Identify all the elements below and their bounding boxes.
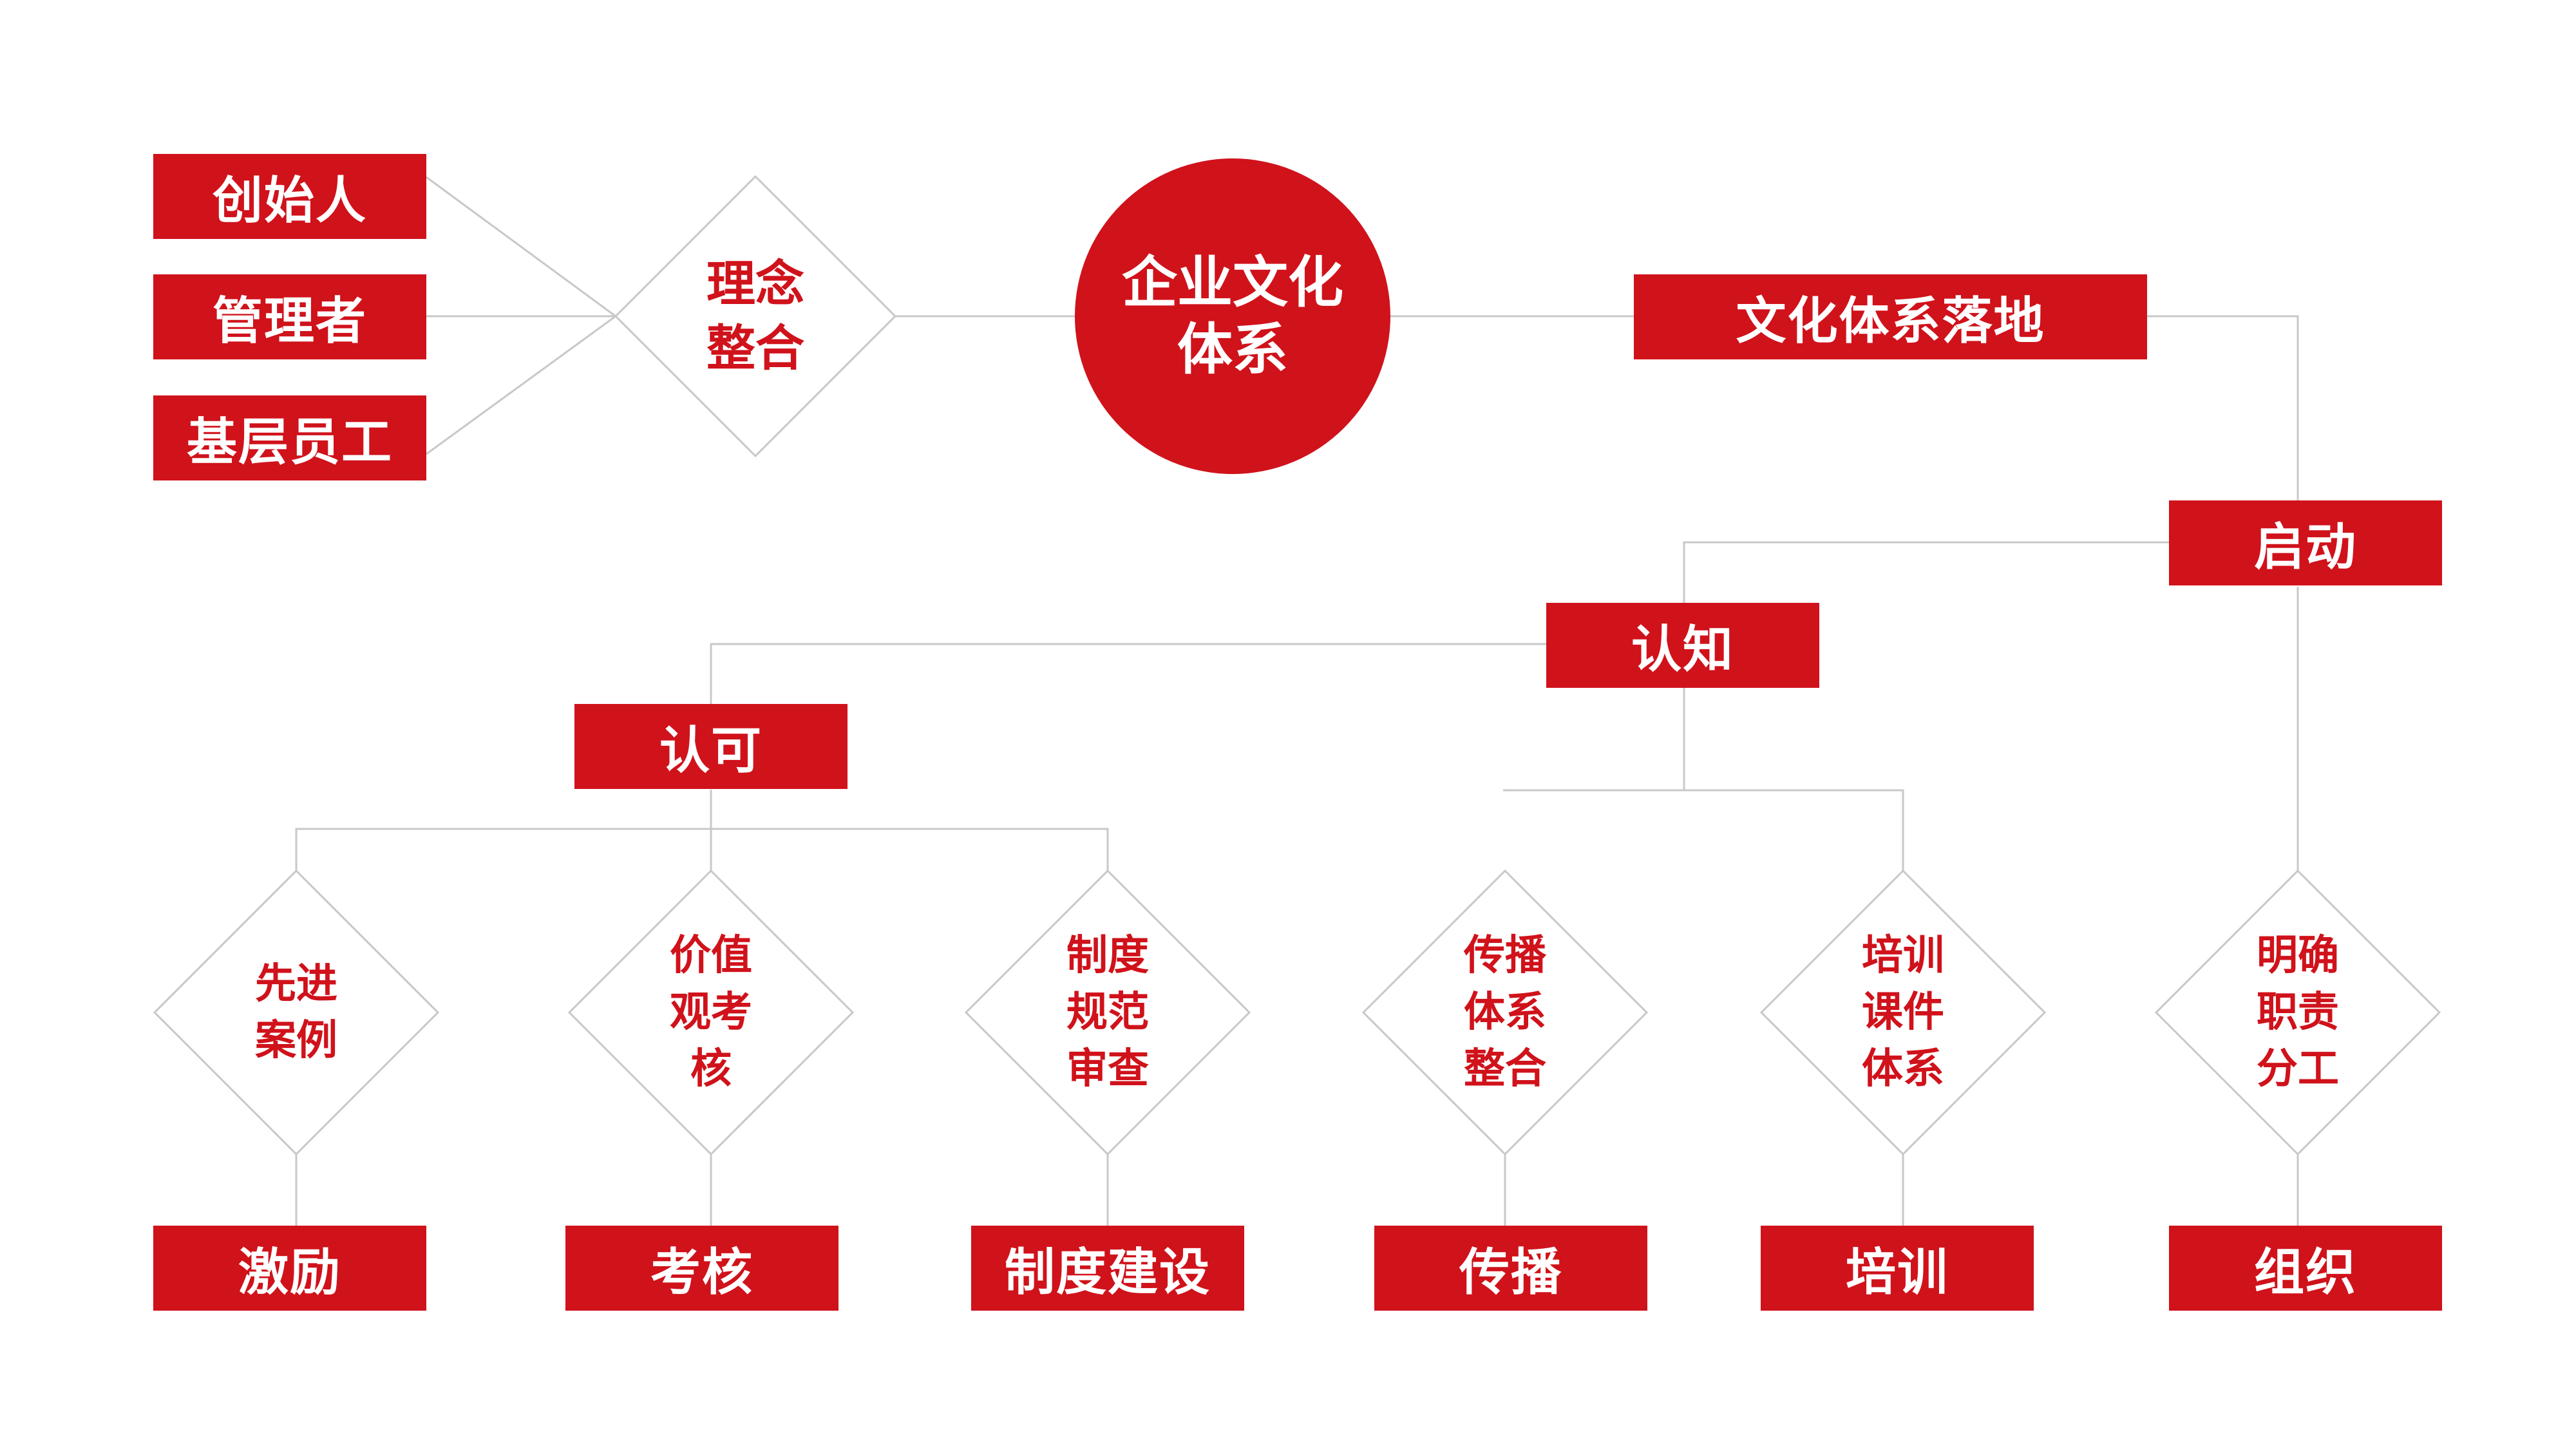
core-line-1: 企业文化 <box>1122 251 1343 315</box>
action-diamond-communication-integration: 传播 体系 整合 <box>1363 871 1647 1154</box>
stage-start-box: 启动 <box>2169 500 2442 585</box>
diamond-text-line: 传播 <box>1464 932 1546 980</box>
stage-recognition-box: 认可 <box>574 704 848 789</box>
result-organization-box: 组织 <box>2169 1226 2442 1311</box>
action-diamond-responsibility-division: 明确 职责 分工 <box>2156 871 2439 1154</box>
result-training-box: 培训 <box>1761 1226 2034 1311</box>
diamond-text-line: 整合 <box>1464 1045 1546 1093</box>
concept-line-1: 理念 <box>706 255 804 312</box>
core-line-2: 体系 <box>1177 318 1288 382</box>
diamond-text-line: 培训 <box>1862 932 1944 980</box>
action-diamond-training-courseware: 培训 课件 体系 <box>1761 871 2045 1154</box>
result-incentive-box: 激励 <box>153 1226 426 1311</box>
diamond-text-line: 价值 <box>670 932 752 980</box>
diamond-text-line: 职责 <box>2257 989 2339 1036</box>
diamond-text-line: 明确 <box>2257 932 2339 980</box>
diamond-text-line: 规范 <box>1066 989 1149 1036</box>
source-founder-box: 创始人 <box>153 154 426 239</box>
concept-line-2: 整合 <box>706 319 804 377</box>
result-system-building-box: 制度建设 <box>971 1226 1244 1311</box>
diamond-text-line: 观考 <box>670 989 752 1036</box>
diamond-text-line: 课件 <box>1862 989 1944 1036</box>
diamond-text-line: 体系 <box>1464 989 1546 1036</box>
diamond-text-line: 制度 <box>1066 932 1149 980</box>
action-diamond-values-assessment: 价值 观考 核 <box>569 871 853 1154</box>
culture-landing-box: 文化体系落地 <box>1634 274 2147 359</box>
diamond-text-line: 案例 <box>255 1017 337 1065</box>
stage-cognition-box: 认知 <box>1546 603 1819 688</box>
action-diamond-advanced-cases: 先进 案例 <box>155 871 438 1154</box>
result-assessment-box: 考核 <box>565 1226 838 1311</box>
source-manager-box: 管理者 <box>153 274 426 359</box>
action-diamond-policy-review: 制度 规范 审查 <box>966 871 1249 1154</box>
diamond-text-line: 审查 <box>1066 1045 1149 1093</box>
concept-integration-diamond: 理念 整合 <box>614 175 897 458</box>
diamond-text-line: 分工 <box>2257 1045 2339 1093</box>
diamond-text-line: 核 <box>690 1045 732 1093</box>
diamond-text-line: 先进 <box>255 960 337 1008</box>
source-staff-box: 基层员工 <box>153 395 426 480</box>
corporate-culture-circle: 企业文化 体系 <box>1075 158 1390 474</box>
result-communication-box: 传播 <box>1374 1226 1647 1311</box>
diamond-text-line: 体系 <box>1862 1045 1944 1093</box>
